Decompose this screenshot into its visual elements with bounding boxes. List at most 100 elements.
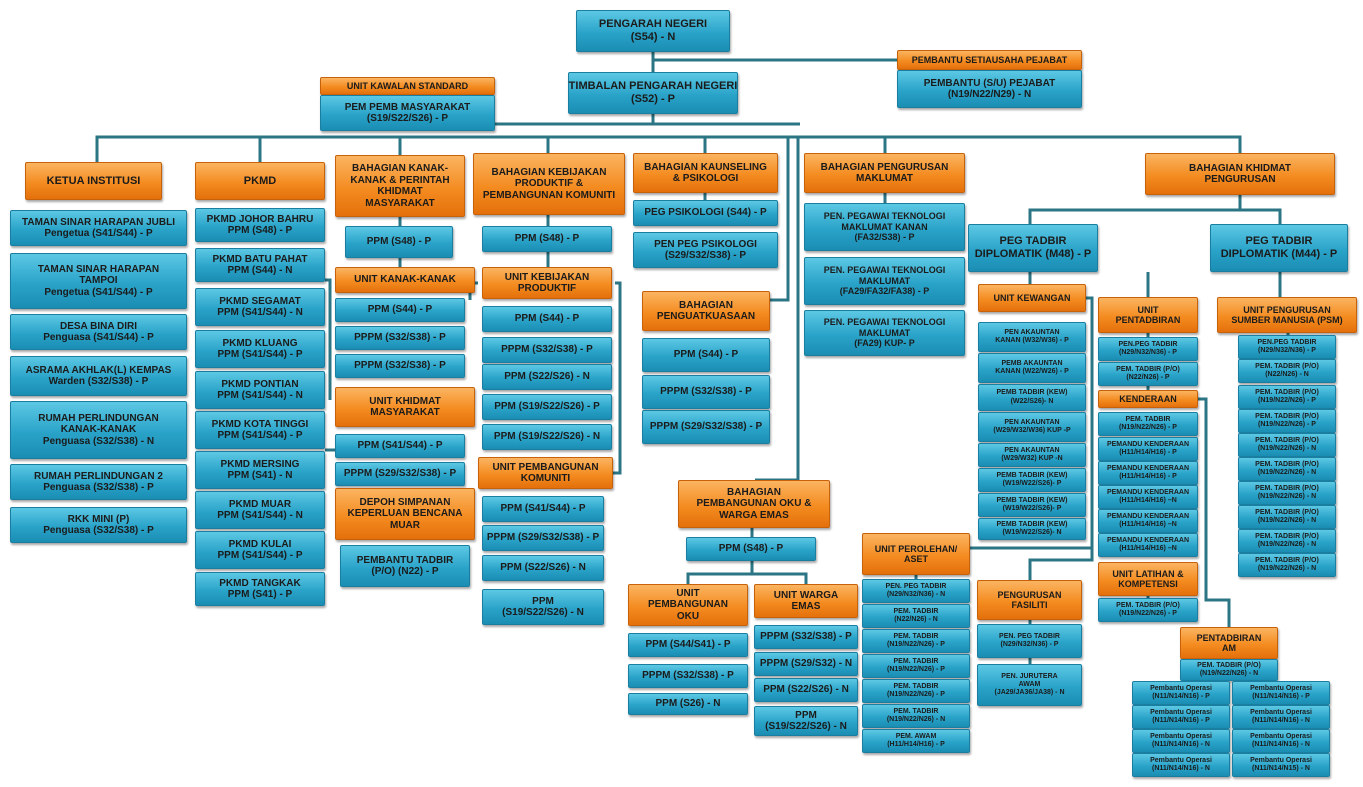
box-text-line: BAHAGIAN: [679, 299, 733, 311]
position-box: PPPM (S32/S38) - P: [482, 337, 612, 363]
position-box: PPPM (S32/S38) - P: [754, 625, 858, 649]
position-box: PPPM (S32/S38) - P: [628, 664, 748, 688]
box-text-line: Pembantu Operasi: [1250, 732, 1312, 740]
position-box: PEMANDU KENDERAAN(H11/H14/H16) –N: [1098, 485, 1198, 509]
position-box: PEM. AWAM(H11/H14/H16) - P: [862, 729, 970, 753]
box-text-line: PPM (S44) - P: [514, 313, 580, 325]
position-box: PPPM (S32/S38) - P: [335, 354, 465, 378]
box-text-line: AWAM: [1018, 680, 1041, 688]
box-text-line: PKMD SEGAMAT: [219, 295, 301, 307]
box-text-line: PKMD MERSING: [220, 458, 300, 470]
box-text-line: (S54) - N: [630, 31, 676, 43]
position-box: PPM (S48) - P: [686, 537, 816, 561]
box-text-line: PEN PEG PSIKOLOGI: [654, 238, 757, 250]
position-box: PEMBANTU (S/U) PEJABAT(N19/N22/N29) - N: [897, 70, 1082, 108]
position-box: PEN. PEG TADBIR(N29/N32/N36) - N: [862, 579, 970, 603]
box-text-line: PEM. TADBIR (P/O): [1255, 532, 1319, 540]
box-text-line: PRODUKTIF &: [514, 178, 584, 190]
box-text-line: (W22/S26)- N: [1010, 397, 1054, 405]
box-text-line: PEMBANTU TADBIR: [356, 554, 454, 566]
box-text-line: PEM. AWAM: [895, 732, 937, 740]
box-text-line: Pembantu Operasi: [1150, 708, 1212, 716]
box-text-line: Pengetua (S41/S44) - P: [44, 286, 153, 298]
box-text-line: Pembantu Operasi: [1250, 684, 1312, 692]
box-text-line: UNIT PEROLEHAN/: [874, 543, 958, 554]
box-text-line: (N22/N26) - N: [1265, 371, 1309, 378]
position-box: PPM (S22/S26) - N: [482, 555, 604, 581]
box-text-line: PPM (S22/S26) - N: [504, 371, 590, 383]
box-text-line: PPM (S48) - P: [514, 233, 580, 245]
box-text-line: Pembantu Operasi: [1250, 756, 1312, 764]
box-text-line: OKU: [676, 610, 700, 622]
box-text-line: PEM. TADBIR (P/O): [1255, 460, 1319, 468]
position-box: PEMANDU KENDERAAN(H11/H14/H16) –N: [1098, 509, 1198, 533]
box-text-line: PEM. TADBIR (P/O): [1255, 436, 1319, 444]
box-text-line: (N11/N14/N16) - N: [1252, 717, 1310, 724]
box-text-line: AM: [1222, 643, 1236, 653]
box-text-line: PKMD MUAR: [228, 498, 292, 510]
position-box: PEM. TADBIR (P/O)(N19/N22/N26) - N: [1238, 505, 1336, 529]
box-text-line: PPM (S48) - P: [227, 225, 293, 236]
box-text-line: MASYARAKAT: [370, 407, 440, 418]
box-text-line: EMAS: [791, 601, 821, 612]
box-text-line: (N19/N22/N26) - N: [1257, 541, 1317, 548]
position-box: PPM (S44) - P: [335, 298, 465, 322]
box-text-line: Pembantu Operasi: [1250, 708, 1312, 716]
position-box: PEM. TADBIR (P/O)(N19/N22/N26) - P: [1098, 598, 1198, 622]
box-text-line: PPPM (S29/S32/S38) - P: [486, 532, 600, 544]
box-text-line: PPPM (S32/S38) - P: [642, 670, 734, 682]
position-box: PPM (S44/S41) - P: [628, 633, 748, 657]
box-text-line: PEN. PEGAWAI TEKNOLOGI: [823, 317, 946, 328]
position-box: PEM. TADBIR(N19/N22/N26) - N: [862, 704, 970, 728]
box-text-line: PPM (S41) - P: [227, 589, 293, 600]
box-text-line: TAMAN SINAR HARAPAN: [37, 263, 160, 275]
box-text-line: PPPM (S32/S38) - P: [660, 386, 752, 398]
box-text-line: (N11/N14/N16) - N: [1152, 741, 1210, 748]
box-text-line: PEM. TADBIR (P/O): [1255, 412, 1319, 420]
unit-header-box: PEMBANTU SETIAUSAHA PEJABAT: [897, 50, 1082, 70]
box-text-line: (W19/W22/S26)- P: [1002, 505, 1062, 512]
box-text-line: PKMD BATU PAHAT: [212, 253, 308, 265]
box-text-line: PEN.PEG TADBIR: [1118, 340, 1178, 348]
box-text-line: (N11/N14/N16) - N: [1252, 741, 1310, 748]
box-text-line: PPM (S41/S44) - N: [217, 307, 303, 318]
box-text-line: PEM. TADBIR: [893, 607, 939, 615]
position-box: PEM. TADBIR (P/O)(N19/N22/N26) - N: [1238, 553, 1336, 577]
unit-header-box: PKMD: [195, 162, 325, 200]
unit-header-box: UNIT KAWALAN STANDARD: [320, 77, 495, 95]
box-text-line: DESA BINA DIRI: [59, 320, 138, 332]
box-text-line: (N19/N22/N26) - N: [1257, 517, 1317, 524]
box-text-line: PEM. TADBIR: [1125, 415, 1171, 423]
box-text-line: ASRAMA AKHLAK(L) KEMPAS: [25, 364, 172, 376]
box-text-line: PPM (S41/S44) - P: [217, 550, 303, 561]
position-box: PEM. TADBIR (P/O)(N19/N22/N26) - P: [1238, 409, 1336, 433]
box-text-line: PKMD JOHOR BAHRU: [206, 213, 314, 225]
box-text-line: PPPM (S32/S38) - P: [760, 631, 852, 643]
position-box: PEMANDU KENDERAAN(H11/H14/H16) - P: [1098, 437, 1198, 461]
box-text-line: (FA32/S38) - P: [854, 232, 915, 243]
box-text-line: PPM (S41/S44) - P: [217, 430, 303, 441]
box-text-line: RUMAH PERLINDUNGAN: [38, 412, 159, 424]
box-text-line: PEN AKAUNTAN: [1004, 328, 1060, 336]
box-text-line: PEM. TADBIR (P/O): [1197, 661, 1261, 669]
box-text-line: PEMANDU KENDERAAN: [1106, 464, 1190, 472]
box-text-line: PKMD KLUANG: [222, 337, 298, 349]
position-box: PEM. TADBIR (P/O)(N22/N26) - N: [1238, 359, 1336, 383]
box-text-line: PEMB TADBIR (KEW): [996, 389, 1068, 397]
box-text-line: PPM (S41/S44) - P: [500, 503, 586, 515]
box-text-line: (N19/N22/N26) - P: [887, 666, 945, 673]
position-box: PEMBANTU TADBIR(P/O) (N22) - P: [340, 545, 470, 587]
box-text-line: TAMAN SINAR HARAPAN JUBLI: [22, 216, 175, 228]
